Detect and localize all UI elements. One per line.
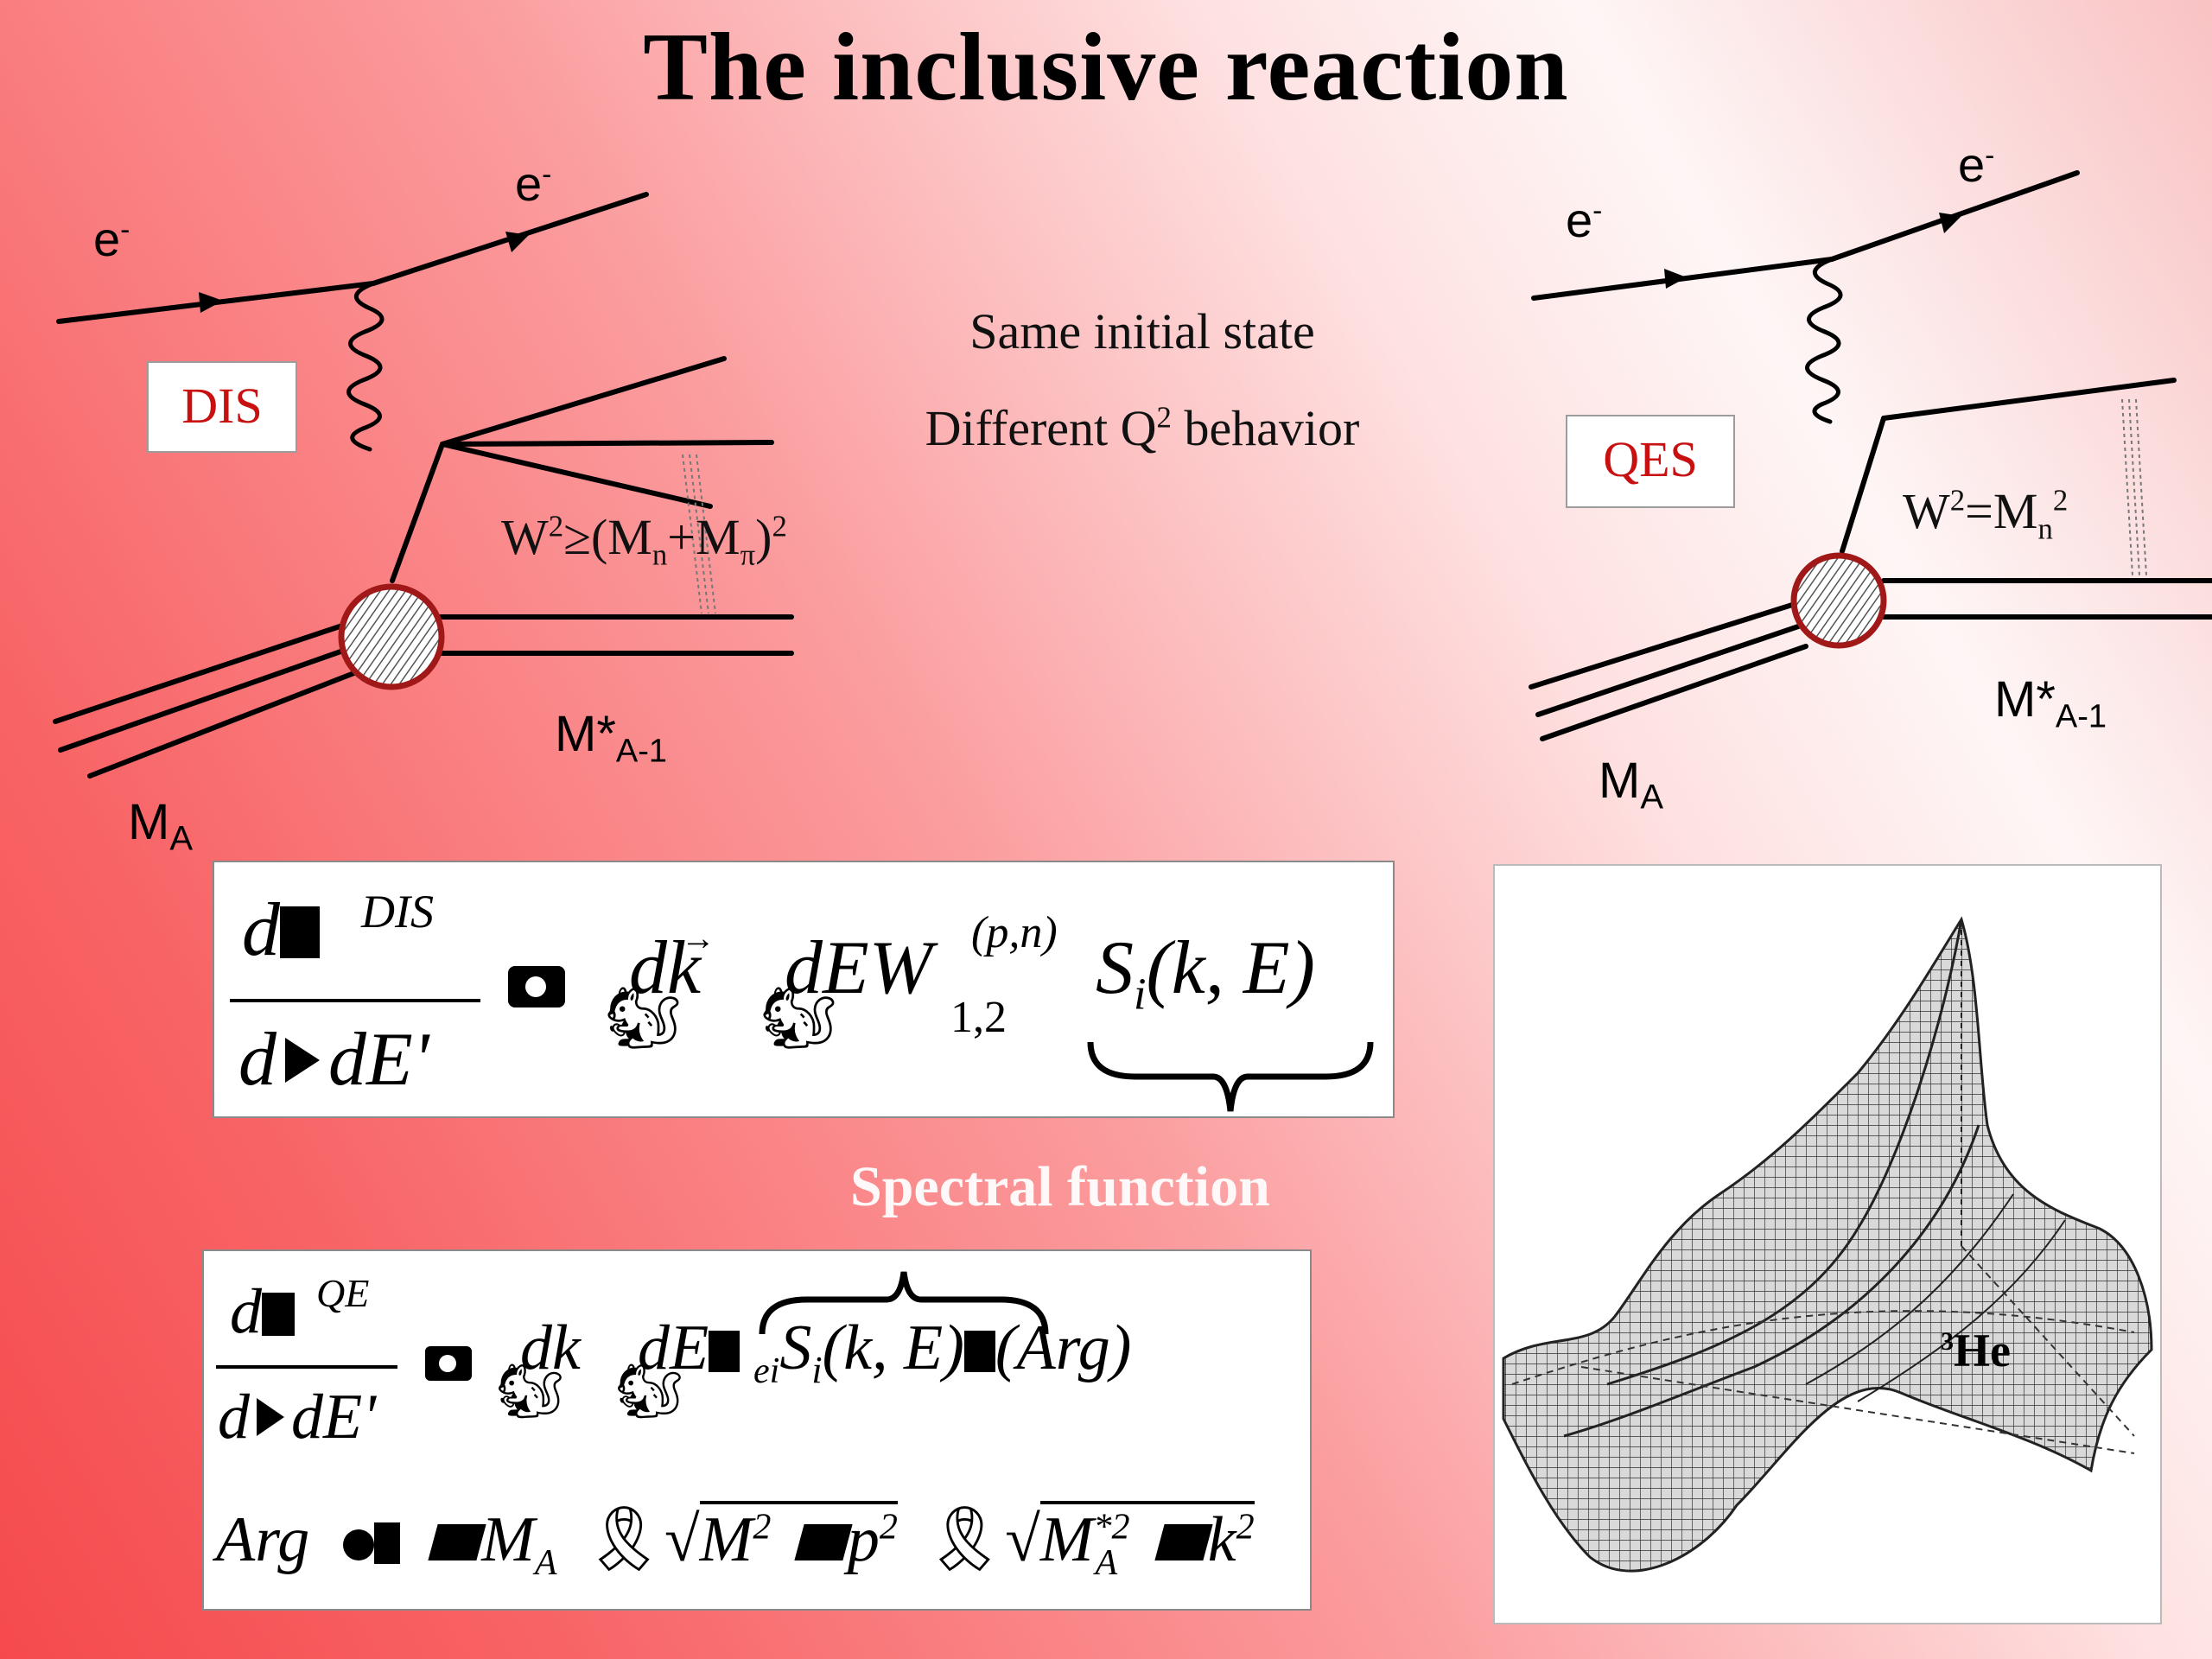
dis-spectral-s: Si(k, E) <box>1096 926 1315 1020</box>
dis-label: DIS <box>147 361 297 453</box>
dk-arrow: → <box>681 918 715 957</box>
camera-icon <box>508 966 565 1007</box>
underbrace <box>1087 1041 1374 1112</box>
electron-in-label-right: e- <box>1566 193 1603 247</box>
dis-superscript: DIS <box>361 886 434 938</box>
same-initial-state-text: Same initial state <box>969 303 1315 359</box>
arg-definition: Arg MA 🎗√M2 p2 🎗√M*2A k2 <box>216 1501 1255 1584</box>
photon-line-right <box>1805 257 1843 424</box>
target-label: MA <box>128 794 194 858</box>
qe-spectral-s: eiSi(k, E)(Arg) <box>753 1313 1132 1391</box>
squirrel-icon: 🐿 <box>760 986 837 1052</box>
nucleus-blob <box>338 583 445 690</box>
qes-label: QES <box>1566 415 1735 508</box>
different-q2-text: Different Q2 behavior <box>925 400 1360 456</box>
dis-w-superscript: (p,n) <box>971 908 1058 957</box>
dis-dk: dk <box>629 926 702 1010</box>
nucleus-blob-right <box>1790 552 1887 649</box>
dis-fraction-bar <box>230 999 480 1002</box>
electron-out-label: e- <box>515 156 552 211</box>
target-label-right: MA <box>1599 753 1664 817</box>
recoil-label-right: M*A-1 <box>1994 671 2107 735</box>
electron-in-label: e- <box>93 212 130 266</box>
photon-line <box>346 281 385 452</box>
qe-numerator: d <box>230 1275 295 1349</box>
qe-dk: dk <box>520 1313 581 1383</box>
dis-dew: dEW <box>785 926 933 1010</box>
slide-title: The inclusive reaction <box>643 14 1569 121</box>
qe-de: dE <box>638 1312 741 1385</box>
overbrace <box>759 1271 1049 1335</box>
surface-mesh <box>1502 916 2153 1573</box>
w-equals-label: W2=Mn2 <box>1903 483 2069 546</box>
dis-numerator: d <box>242 887 320 974</box>
recoil-label: M*A-1 <box>555 706 668 770</box>
w-threshold-label: W2≥(Mn+Mπ)2 <box>501 509 787 572</box>
camera-icon <box>425 1346 472 1381</box>
squirrel-icon: 🐿 <box>605 986 682 1052</box>
spectral-function-label: Spectral function <box>850 1155 1270 1218</box>
squirrel-icon: 🐿 <box>496 1363 564 1421</box>
helium3-label: 3He <box>1941 1325 2011 1376</box>
dis-w-subscript: 1,2 <box>950 993 1007 1042</box>
squirrel-icon: 🐿 <box>615 1363 683 1421</box>
qe-superscript: QE <box>316 1271 370 1315</box>
qe-fraction-bar <box>216 1365 397 1369</box>
electron-out-label-right: e- <box>1958 137 1995 192</box>
spectral-function-surface-plot: 3He <box>1493 864 2162 1624</box>
